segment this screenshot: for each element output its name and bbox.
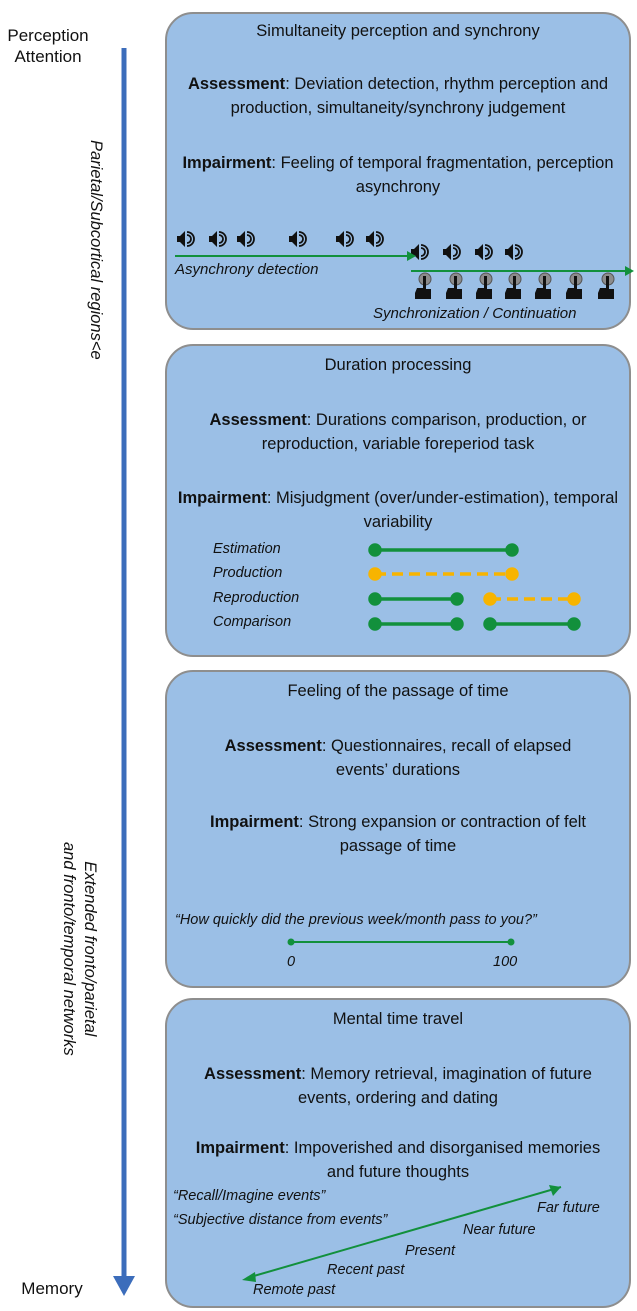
assessment-text: Assessment: Questionnaires, recall of el… [199,734,597,782]
memory-label: Memory [21,1279,83,1298]
timeline-arrow [242,1185,562,1282]
mental-time-travel-box: Mental time travel Assessment: Memory re… [165,998,631,1308]
impairment-text: Impairment: Misjudgment (over/under-esti… [175,486,621,534]
perception-label: Perception Attention [0,25,96,67]
impairment-value: : Feeling of temporal fragmentation, per… [271,154,614,196]
impairment-label: Impairment [209,813,299,831]
passage-box: Feeling of the passage of time Assessmen… [165,670,631,988]
speaker-icon [505,244,523,260]
speaker-icon [237,231,255,247]
prompt-distance: “Subjective distance from events” [173,1212,388,1228]
duration-lines [368,543,581,631]
impairment-label: Impairment [195,1139,285,1157]
speaker-icon [475,244,493,260]
speaker-icon [209,231,227,247]
assessment-text: Assessment: Deviation detection, rhythm … [175,72,621,120]
synchrony-illustration [175,231,634,299]
attention-text: Attention [14,47,82,66]
speaker-icon [443,244,461,260]
impairment-text: Impairment: Impoverished and disorganise… [191,1136,605,1184]
assessment-text: Assessment: Durations comparison, produc… [175,408,621,456]
speaker-icons-left [177,231,523,260]
synchronization-label: Synchronization / Continuation [373,305,577,322]
speaker-icon [177,231,195,247]
timeline-recent-past: Recent past [327,1262,405,1278]
speaker-icon [366,231,384,247]
task-estimation: Estimation [213,541,281,557]
prompt-recall: “Recall/Imagine events” [173,1188,326,1204]
lower-region-label: Extended fronto/parietal and fronto/temp… [58,842,100,1056]
hand-tap-icon [415,272,432,299]
speaker-icon [289,231,307,247]
assessment-value: : Memory retrieval, imagination of futur… [298,1065,592,1107]
box-title: Feeling of the passage of time [287,682,509,700]
hand-tap-icon [476,272,493,299]
assessment-label: Assessment [187,75,286,93]
assessment-label: Assessment [209,411,307,429]
impairment-value: : Impoverished and disorganised memories… [284,1139,601,1181]
impairment-label: Impairment [177,489,267,507]
task-production: Production [213,565,283,581]
assessment-label: Assessment [224,737,322,755]
lower-region-line-2: and fronto/temporal networks [60,842,78,1056]
speaker-icon [411,244,429,260]
hand-tap-icon [505,272,522,299]
impairment-text: Impairment: Strong expansion or contract… [199,810,597,858]
upper-region-label: Parietal/Subcortical regions<e [87,140,105,360]
impairment-text: Impairment: Feeling of temporal fragment… [175,151,621,199]
speaker-icon [336,231,354,247]
hand-tap-icon [535,272,552,299]
impairment-value: : Strong expansion or contraction of fel… [298,813,587,855]
assessment-value: : Questionnaires, recall of elapsed even… [321,737,572,779]
scale-min: 0 [287,954,296,970]
asynchrony-label: Asynchrony detection [175,261,319,278]
timeline-far-future: Far future [537,1200,600,1216]
box-title: Simultaneity perception and synchrony [256,22,540,40]
duration-box: Duration processing Assessment: Duration… [165,344,631,657]
assessment-value: : Deviation detection, rhythm perception… [230,75,609,117]
hand-tap-icon [446,272,463,299]
box-title: Duration processing [324,356,472,374]
impairment-label: Impairment [182,154,272,172]
scale-max: 100 [493,954,518,970]
questionnaire-question: “How quickly did the previous week/month… [175,912,537,928]
timeline-near-future: Near future [463,1222,536,1238]
assessment-value: : Durations comparison, production, or r… [261,411,587,453]
box-title: Mental time travel [332,1010,464,1028]
timeline-remote-past: Remote past [253,1282,336,1298]
simultaneity-box: Simultaneity perception and synchrony As… [165,12,634,330]
perception-text: Perception [7,26,89,45]
assessment-text: Assessment: Memory retrieval, imaginatio… [203,1062,593,1110]
hand-tap-icon [566,272,583,299]
hand-tap-icon [598,272,615,299]
timeline-present: Present [405,1243,455,1259]
task-reproduction: Reproduction [213,590,300,606]
task-comparison: Comparison [213,614,292,630]
impairment-value: : Misjudgment (over/under-estimation), t… [266,489,619,531]
assessment-label: Assessment [204,1065,302,1083]
hand-tap-icons [415,272,615,299]
lower-region-line-1: Extended fronto/parietal [81,861,99,1037]
rating-scale [287,938,515,946]
